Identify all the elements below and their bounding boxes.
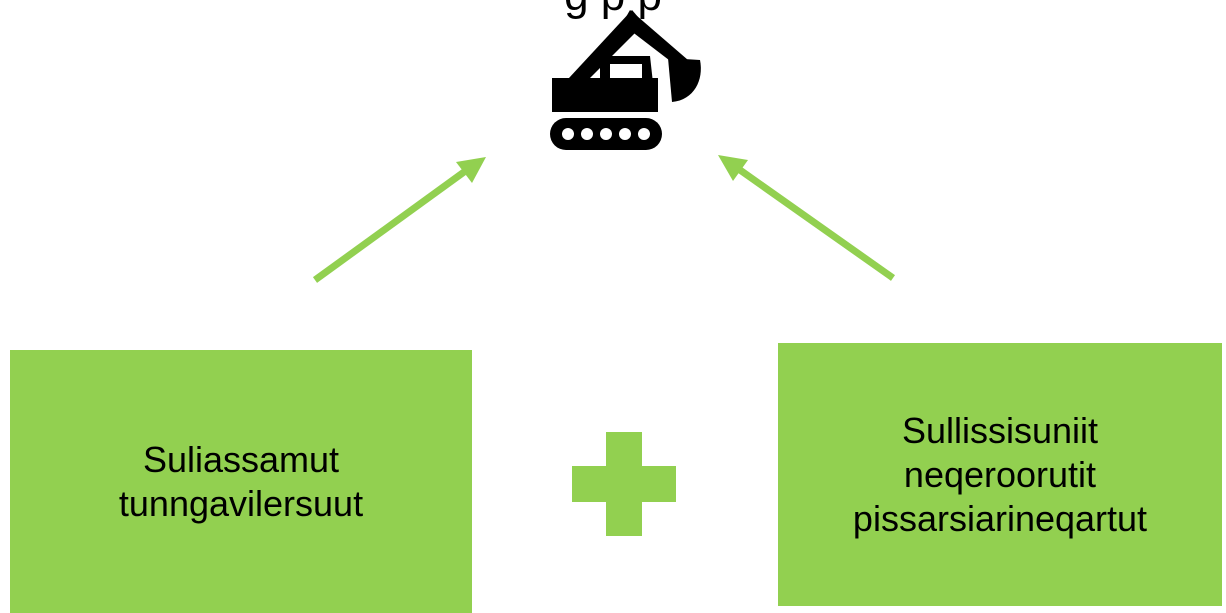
right-box-text: Sullissisuniit neqeroorutit pissarsiarin… <box>852 409 1148 539</box>
arrow-right <box>718 155 896 281</box>
excavator-icon <box>550 10 701 150</box>
left-box: Suliassamut tunngavilersuut <box>10 350 472 613</box>
arrow-left <box>312 157 486 283</box>
right-box: Sullissisuniit neqeroorutit pissarsiarin… <box>778 343 1222 606</box>
plus-icon <box>572 432 676 536</box>
left-box-text: Suliassamut tunngavilersuut <box>118 438 364 524</box>
diagram-title-partial: g p p <box>0 0 1226 18</box>
